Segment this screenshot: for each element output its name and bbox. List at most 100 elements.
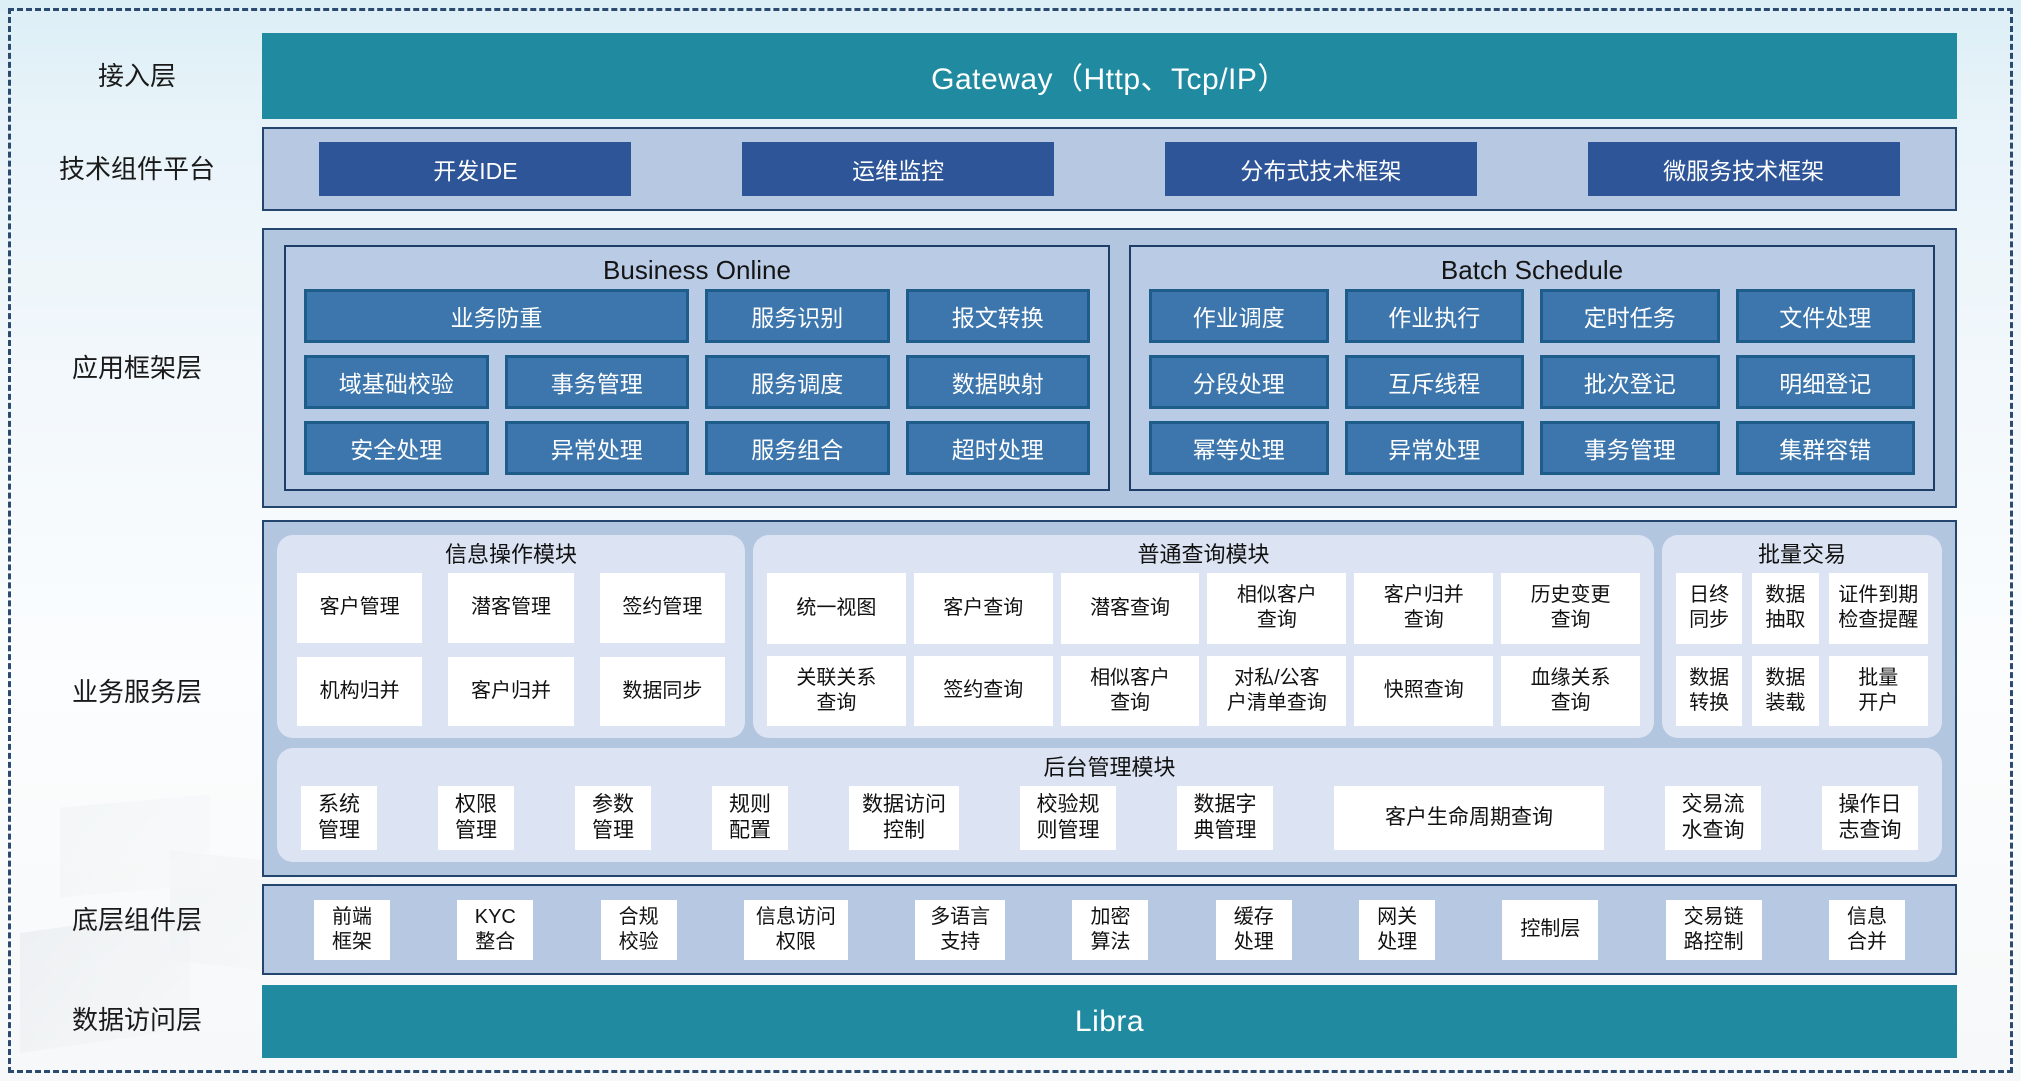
service-block: 对私/公客 户清单查询 <box>1207 655 1347 726</box>
fw-block: 批次登记 <box>1540 355 1720 409</box>
fw-block: 超时处理 <box>905 421 1090 475</box>
libra-bar: Libra <box>262 985 1957 1058</box>
service-block: 系统 管理 <box>301 786 377 850</box>
component-block: 控制层 <box>1502 899 1599 960</box>
info-operation-grid: 客户管理 潜客管理 签约管理 机构归并 客户归并 数据同步 <box>291 573 731 726</box>
service-block: 机构归并 <box>297 656 423 726</box>
service-block: 日终 同步 <box>1676 573 1743 644</box>
fw-block: 互斥线程 <box>1344 355 1524 409</box>
service-block: 数据 装载 <box>1752 655 1819 726</box>
component-block: KYC 整合 <box>457 899 534 960</box>
service-block: 客户查询 <box>913 573 1053 644</box>
service-block: 操作日 志查询 <box>1822 786 1918 850</box>
service-block: 相似客户 查询 <box>1060 655 1200 726</box>
batch-schedule-group: Batch Schedule 作业调度 作业执行 定时任务 文件处理 分段处理 … <box>1129 245 1935 491</box>
fw-block: 分段处理 <box>1149 355 1329 409</box>
service-block: 统一视图 <box>767 573 906 644</box>
service-block: 数据字 典管理 <box>1177 786 1273 850</box>
service-block: 潜客管理 <box>448 573 574 643</box>
business-service-top-row: 信息操作模块 客户管理 潜客管理 签约管理 机构归并 客户归并 数据同步 普通查… <box>277 535 1942 738</box>
service-block: 客户归并 <box>448 656 574 726</box>
component-block: 加密 算法 <box>1072 899 1149 960</box>
tech-block-distributed-framework: 分布式技术框架 <box>1164 142 1477 196</box>
fw-block: 报文转换 <box>905 289 1090 343</box>
layer-label-app-framework: 应用框架层 <box>71 353 202 383</box>
service-block: 参数 管理 <box>575 786 651 850</box>
fw-block: 作业调度 <box>1149 289 1329 343</box>
service-block: 批量 开户 <box>1828 655 1928 726</box>
layer-label-base-components: 底层组件层 <box>71 905 202 935</box>
component-block: 缓存 处理 <box>1215 899 1292 960</box>
component-block: 信息 合并 <box>1828 899 1905 960</box>
service-block: 关联关系 查询 <box>767 655 906 726</box>
fw-block: 事务管理 <box>504 355 689 409</box>
component-block: 合规 校验 <box>600 899 677 960</box>
base-components-box: 前端 框架 KYC 整合 合规 校验 信息访问 权限 多语言 支持 加密 算法 … <box>262 884 1957 975</box>
service-block: 签约查询 <box>913 655 1053 726</box>
business-online-group: Business Online 业务防重 服务识别 报文转换 域基础校验 事务管… <box>284 245 1110 491</box>
service-block: 校验规 则管理 <box>1020 786 1116 850</box>
general-query-title: 普通查询模块 <box>1137 542 1270 567</box>
fw-block: 数据映射 <box>905 355 1090 409</box>
service-block: 数据访问 控制 <box>849 786 959 850</box>
batch-trade-module: 批量交易 日终 同步 数据 抽取 证件到期 检查提醒 数据 转换 数据 装载 批… <box>1662 535 1942 738</box>
admin-module-title: 后台管理模块 <box>1043 755 1176 780</box>
business-service-box: 信息操作模块 客户管理 潜客管理 签约管理 机构归并 客户归并 数据同步 普通查… <box>262 520 1957 877</box>
service-block: 数据 抽取 <box>1752 573 1819 644</box>
batch-trade-grid: 日终 同步 数据 抽取 证件到期 检查提醒 数据 转换 数据 装载 批量 开户 <box>1676 573 1928 726</box>
fw-block: 集群容错 <box>1735 421 1915 475</box>
service-block: 数据 转换 <box>1676 655 1743 726</box>
tech-block-ops-monitoring: 运维监控 <box>742 142 1055 196</box>
component-block: 多语言 支持 <box>915 899 1006 960</box>
service-block: 相似客户 查询 <box>1207 573 1347 644</box>
info-operation-module: 信息操作模块 客户管理 潜客管理 签约管理 机构归并 客户归并 数据同步 <box>277 535 745 738</box>
business-online-grid: 业务防重 服务识别 报文转换 域基础校验 事务管理 服务调度 数据映射 安全处理… <box>304 289 1090 475</box>
service-block: 潜客查询 <box>1060 573 1200 644</box>
layer-label-business-service: 业务服务层 <box>71 677 202 707</box>
service-block: 快照查询 <box>1354 655 1494 726</box>
fw-block: 作业执行 <box>1344 289 1524 343</box>
tech-block-dev-ide: 开发IDE <box>319 142 632 196</box>
fw-block: 域基础校验 <box>304 355 489 409</box>
batch-schedule-title: Batch Schedule <box>1440 255 1624 285</box>
service-block: 证件到期 检查提醒 <box>1828 573 1928 644</box>
general-query-grid: 统一视图 客户查询 潜客查询 相似客户 查询 客户归并 查询 历史变更 查询 关… <box>767 573 1640 726</box>
fw-block: 定时任务 <box>1540 289 1720 343</box>
fw-block: 事务管理 <box>1540 421 1720 475</box>
batch-trade-title: 批量交易 <box>1757 542 1846 567</box>
gateway-bar: Gateway（Http、Tcp/IP） <box>262 33 1957 119</box>
fw-block: 明细登记 <box>1735 355 1915 409</box>
fw-block: 服务调度 <box>705 355 890 409</box>
service-block: 权限 管理 <box>438 786 514 850</box>
layer-label-access: 接入层 <box>97 61 176 91</box>
component-block: 网关 处理 <box>1359 899 1436 960</box>
service-block: 交易流 水查询 <box>1665 786 1761 850</box>
service-block: 客户归并 查询 <box>1354 573 1494 644</box>
tech-block-microservice-framework: 微服务技术框架 <box>1587 142 1900 196</box>
service-block: 历史变更 查询 <box>1501 573 1640 644</box>
fw-block: 异常处理 <box>504 421 689 475</box>
fw-block: 异常处理 <box>1344 421 1524 475</box>
fw-block: 文件处理 <box>1735 289 1915 343</box>
service-block: 签约管理 <box>599 573 725 643</box>
component-block: 信息访问 权限 <box>743 899 848 960</box>
fw-block: 安全处理 <box>304 421 489 475</box>
admin-module: 后台管理模块 系统 管理 权限 管理 参数 管理 规则 配置 数据访问 控制 校… <box>277 748 1942 862</box>
service-block: 数据同步 <box>599 656 725 726</box>
watermark-shape <box>60 794 210 898</box>
layer-label-data-access: 数据访问层 <box>71 1005 202 1035</box>
app-framework-box: Business Online 业务防重 服务识别 报文转换 域基础校验 事务管… <box>262 228 1957 508</box>
fw-block: 业务防重 <box>304 289 689 343</box>
service-block: 客户生命周期查询 <box>1334 786 1604 850</box>
component-block: 前端 框架 <box>314 899 390 960</box>
fw-block: 幂等处理 <box>1149 421 1329 475</box>
info-operation-title: 信息操作模块 <box>444 542 577 567</box>
business-online-title: Business Online <box>603 255 791 285</box>
general-query-module: 普通查询模块 统一视图 客户查询 潜客查询 相似客户 查询 客户归并 查询 历史… <box>753 535 1654 738</box>
fw-block: 服务组合 <box>705 421 890 475</box>
admin-module-row: 系统 管理 权限 管理 参数 管理 规则 配置 数据访问 控制 校验规 则管理 … <box>291 786 1928 850</box>
service-block: 血缘关系 查询 <box>1501 655 1640 726</box>
service-block: 客户管理 <box>297 573 423 643</box>
component-block: 交易链 路控制 <box>1665 899 1762 960</box>
